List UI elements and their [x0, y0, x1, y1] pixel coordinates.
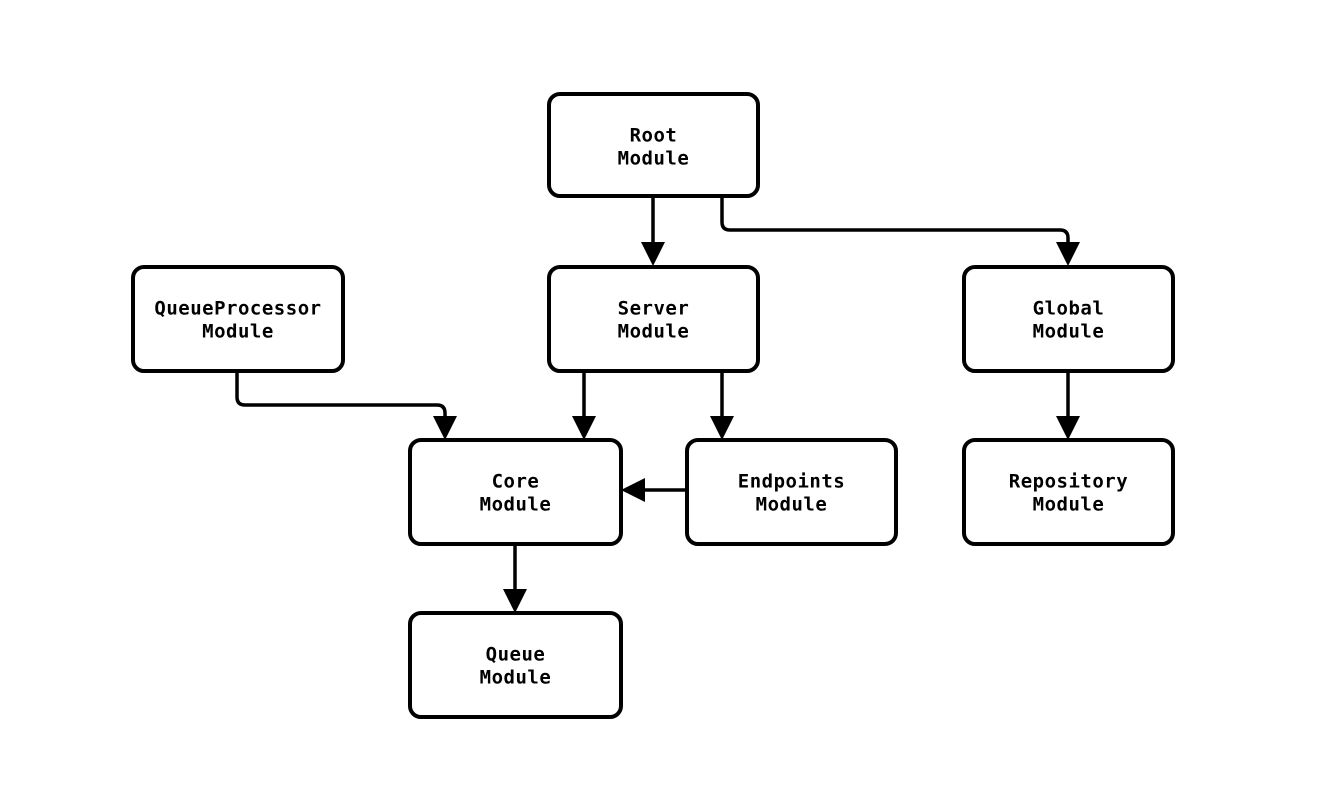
node-queueprocessor-module[interactable]: QueueProcessor Module [131, 265, 345, 373]
node-global-module-box[interactable] [962, 265, 1175, 373]
node-queue-module-label-line2: Module [480, 667, 552, 689]
edge-global-to-repository [1056, 371, 1080, 440]
node-layer: Root Module QueueProcessor Module Server… [131, 92, 1175, 719]
node-root-module-label-line2: Module [618, 148, 690, 170]
node-core-module-label-line1: Core [492, 471, 540, 493]
node-server-module-label-line1: Server [618, 298, 690, 320]
edge-root-to-global [720, 196, 1080, 266]
edge-queueprocessor-to-core [235, 371, 457, 440]
node-queueprocessor-module-label-line2: Module [202, 321, 274, 343]
node-endpoints-module[interactable]: Endpoints Module [685, 438, 898, 546]
node-core-module[interactable]: Core Module [408, 438, 623, 546]
edge-endpoints-to-core [621, 478, 687, 502]
edge-root-to-server [641, 196, 665, 266]
edge-server-to-endpoints [710, 371, 734, 440]
node-server-module[interactable]: Server Module [547, 265, 760, 373]
node-global-module[interactable]: Global Module [962, 265, 1175, 373]
node-server-module-box[interactable] [547, 265, 760, 373]
edge-core-to-queue [503, 544, 527, 613]
node-endpoints-module-box[interactable] [685, 438, 898, 546]
node-root-module[interactable]: Root Module [547, 92, 760, 198]
node-root-module-label-line1: Root [630, 125, 678, 147]
node-repository-module-box[interactable] [962, 438, 1175, 546]
node-global-module-label-line1: Global [1033, 298, 1105, 320]
node-queueprocessor-module-box[interactable] [131, 265, 345, 373]
node-queue-module-label-line1: Queue [486, 644, 546, 666]
node-core-module-box[interactable] [408, 438, 623, 546]
node-repository-module-label-line1: Repository [1009, 471, 1128, 493]
node-endpoints-module-label-line1: Endpoints [738, 471, 845, 493]
node-core-module-label-line2: Module [480, 494, 552, 516]
node-queue-module[interactable]: Queue Module [408, 611, 623, 719]
node-endpoints-module-label-line2: Module [756, 494, 828, 516]
edge-server-to-core [572, 371, 596, 440]
node-queue-module-box[interactable] [408, 611, 623, 719]
node-global-module-label-line2: Module [1033, 321, 1105, 343]
node-server-module-label-line2: Module [618, 321, 690, 343]
node-queueprocessor-module-label-line1: QueueProcessor [154, 298, 321, 320]
node-root-module-box[interactable] [547, 92, 760, 198]
edge-layer [235, 196, 1080, 613]
node-repository-module[interactable]: Repository Module [962, 438, 1175, 546]
node-repository-module-label-line2: Module [1033, 494, 1105, 516]
